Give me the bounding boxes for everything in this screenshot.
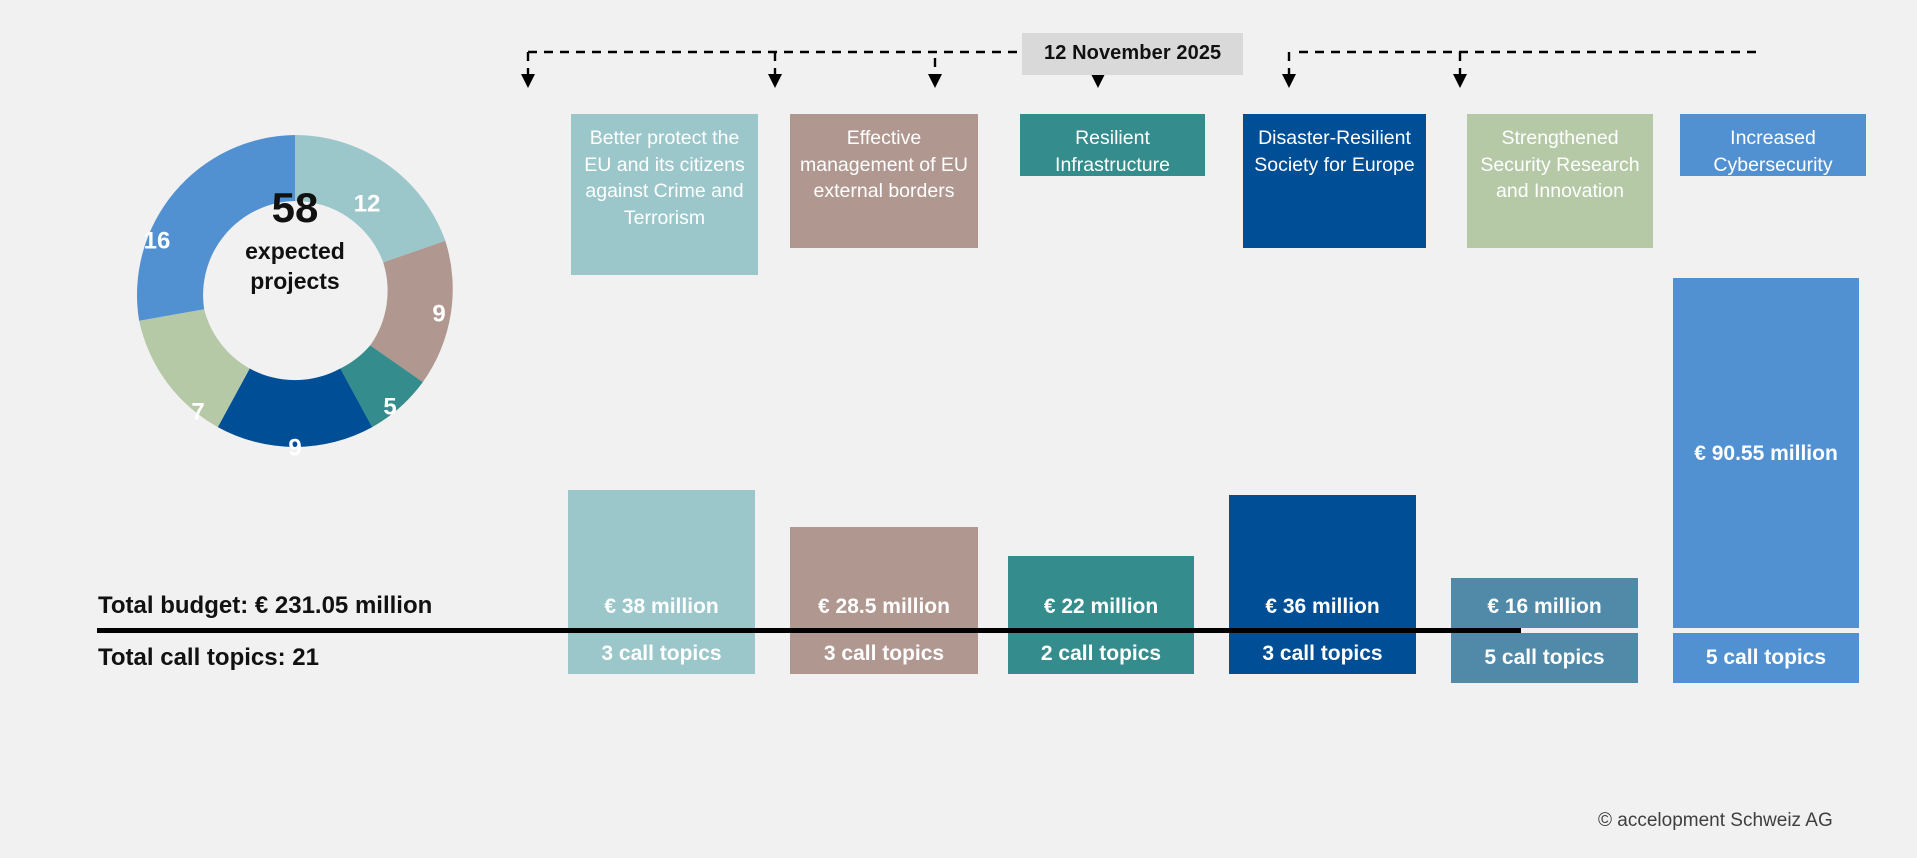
budget-bar-disaster-resilient-society[interactable]: € 36 million xyxy=(1229,495,1416,628)
donut-slice-disaster-resilient-society xyxy=(217,368,373,447)
budget-amount-security-research-innovation: € 16 million xyxy=(1487,595,1602,618)
pillar-title-security-research-innovation: Strengthened Security Research and Innov… xyxy=(1480,127,1640,202)
pillar-box-resilient-infrastructure[interactable]: Resilient Infrastructure xyxy=(1020,114,1205,176)
baseline-divider xyxy=(97,628,1521,633)
donut-label-security-research-innovation: 7 xyxy=(191,398,204,425)
pillar-box-external-borders[interactable]: Effective management of EU external bord… xyxy=(790,114,978,248)
topics-bar-disaster-resilient-society[interactable]: 3 call topics xyxy=(1229,633,1416,674)
budget-bar-increased-cybersecurity[interactable]: € 90.55 million xyxy=(1673,278,1859,628)
pillar-title-disaster-resilient-society: Disaster-Resilient Society for Europe xyxy=(1254,127,1415,176)
topics-bar-security-research-innovation[interactable]: 5 call topics xyxy=(1451,633,1638,683)
topics-bar-external-borders[interactable]: 3 call topics xyxy=(790,633,978,674)
topics-bar-resilient-infrastructure[interactable]: 2 call topics xyxy=(1008,633,1194,674)
donut-slice-resilient-infrastructure xyxy=(340,345,423,428)
pillar-box-increased-cybersecurity[interactable]: Increased Cybersecurity xyxy=(1680,114,1866,176)
topics-bar-increased-cybersecurity[interactable]: 5 call topics xyxy=(1673,633,1859,683)
copyright-notice: © accelopment Schweiz AG xyxy=(1598,810,1833,831)
budget-amount-external-borders: € 28.5 million xyxy=(818,595,950,618)
connector-arrow-6 xyxy=(1453,74,1467,88)
connector-arrow-2 xyxy=(768,74,782,88)
pillar-title-external-borders: Effective management of EU external bord… xyxy=(799,127,968,202)
budget-bar-external-borders[interactable]: € 28.5 million xyxy=(790,527,978,628)
donut-center-count: 58 xyxy=(272,184,319,231)
pillar-box-crime-terrorism[interactable]: Better protect the EU and its citizens a… xyxy=(571,114,758,275)
donut-label-external-borders: 9 xyxy=(432,300,445,327)
budget-amount-increased-cybersecurity: € 90.55 million xyxy=(1694,441,1838,465)
donut-label-resilient-infrastructure: 5 xyxy=(383,393,396,420)
budget-bar-security-research-innovation[interactable]: € 16 million xyxy=(1451,578,1638,628)
expected-projects-donut-chart: 12 9 5 9 7 16 58 expected projects xyxy=(95,95,495,495)
connector-arrow-5 xyxy=(1282,74,1296,88)
topics-label-external-borders: 3 call topics xyxy=(823,641,945,665)
topics-label-security-research-innovation: 5 call topics xyxy=(1484,646,1605,669)
donut-center-line-1: expected xyxy=(245,238,345,264)
topics-bar-crime-terrorism[interactable]: 3 call topics xyxy=(568,633,755,674)
donut-slice-security-research-innovation xyxy=(139,309,250,428)
topics-label-crime-terrorism: 3 call topics xyxy=(601,641,722,665)
donut-center-line-2: projects xyxy=(250,268,339,294)
donut-slice-external-borders xyxy=(370,240,453,383)
budget-bar-resilient-infrastructure[interactable]: € 22 million xyxy=(1008,556,1194,628)
pillar-box-security-research-innovation[interactable]: Strengthened Security Research and Innov… xyxy=(1467,114,1653,248)
pillar-title-increased-cybersecurity: Increased Cybersecurity xyxy=(1713,127,1833,176)
connector-arrow-1 xyxy=(521,74,535,88)
budget-amount-resilient-infrastructure: € 22 million xyxy=(1043,595,1159,618)
budget-bar-crime-terrorism[interactable]: € 38 million xyxy=(568,490,755,628)
donut-slice-crime-terrorism xyxy=(295,135,446,263)
donut-label-crime-terrorism: 12 xyxy=(354,190,381,217)
pillar-box-disaster-resilient-society[interactable]: Disaster-Resilient Society for Europe xyxy=(1243,114,1426,248)
topics-label-increased-cybersecurity: 5 call topics xyxy=(1705,646,1827,669)
connector-arrow-3 xyxy=(928,74,942,88)
donut-label-disaster-resilient-society: 9 xyxy=(288,434,301,461)
donut-label-increased-cybersecurity: 16 xyxy=(144,227,171,254)
budget-amount-crime-terrorism: € 38 million xyxy=(604,595,719,618)
total-budget-label: Total budget: € 231.05 million xyxy=(98,592,433,619)
topics-label-resilient-infrastructure: 2 call topics xyxy=(1040,641,1162,665)
donut-slice-increased-cybersecurity xyxy=(137,135,295,321)
total-call-topics-label: Total call topics: 21 xyxy=(98,644,319,671)
donut-svg: 12 9 5 9 7 16 58 expected projects xyxy=(137,135,453,461)
pillar-title-crime-terrorism: Better protect the EU and its citizens a… xyxy=(584,127,745,229)
budget-amount-disaster-resilient-society: € 36 million xyxy=(1265,595,1380,618)
pillar-title-resilient-infrastructure: Resilient Infrastructure xyxy=(1055,127,1170,176)
connector-arrow-4 xyxy=(1091,74,1105,88)
topics-label-disaster-resilient-society: 3 call topics xyxy=(1262,641,1383,665)
date-badge: 12 November 2025 xyxy=(1022,33,1244,75)
